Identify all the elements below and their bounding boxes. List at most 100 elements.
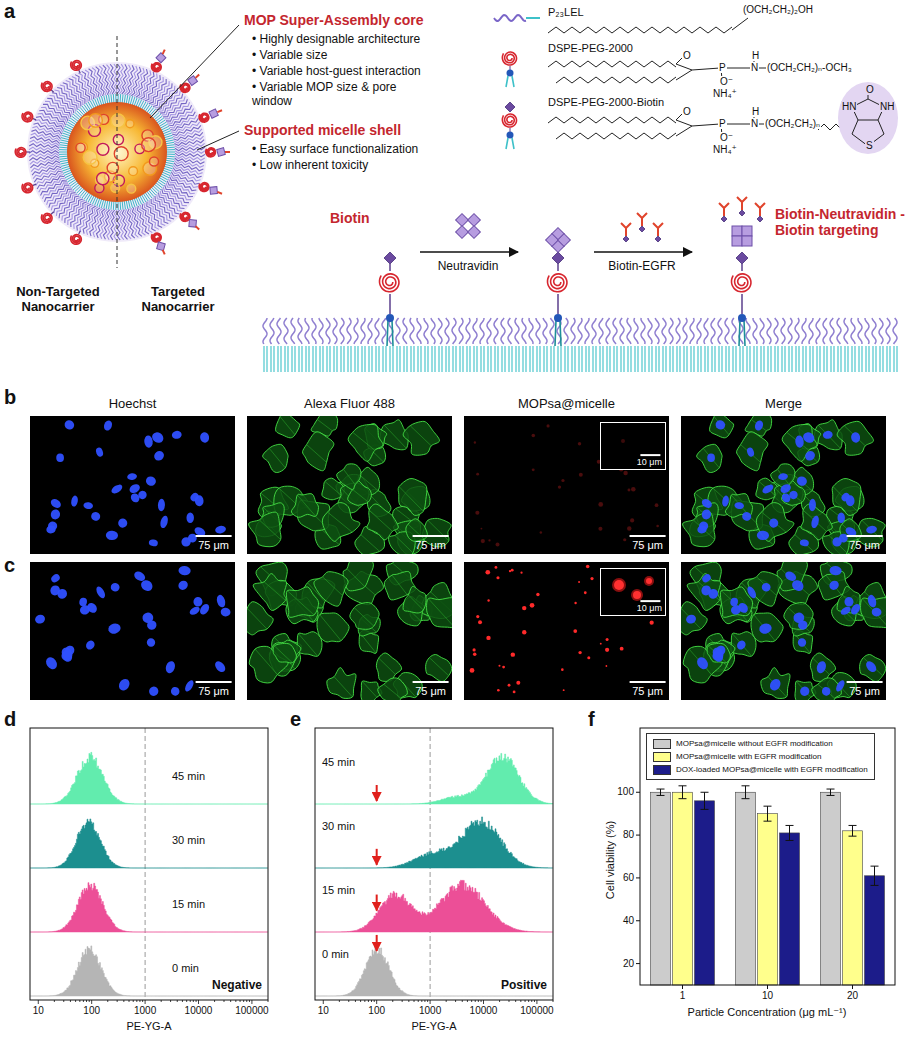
cell-nucleus	[133, 570, 147, 583]
cell-nucleus	[50, 509, 61, 521]
bilayer-head	[508, 318, 512, 344]
bilayer-tail	[502, 346, 505, 372]
particle-signal	[498, 665, 500, 667]
atom-label: O	[865, 84, 875, 96]
bilayer-tail	[663, 346, 666, 372]
cell-nucleus	[95, 447, 104, 458]
actin-fiber	[795, 535, 814, 552]
bilayer-tail	[593, 346, 596, 372]
micrograph-image	[681, 416, 886, 554]
bilayer-tail	[782, 346, 785, 372]
actin-fiber	[813, 658, 830, 674]
image-ground	[247, 416, 452, 554]
bilayer-tail	[467, 346, 470, 372]
bilayer-tail	[509, 346, 512, 372]
error-bar	[871, 866, 879, 885]
axis-tick	[418, 1000, 419, 1002]
label-text: b	[4, 386, 16, 408]
label-text: N	[750, 118, 759, 129]
particle-signal	[561, 479, 564, 482]
cell-nucleus	[118, 518, 128, 528]
peg-coil	[379, 274, 398, 292]
bilayer-tail	[670, 346, 673, 372]
egfr-ligand	[217, 110, 222, 112]
lipid-head	[554, 314, 562, 322]
label-text: Biotin-Neutravidin -Biotin targeting	[775, 206, 905, 238]
micrograph-image	[30, 416, 235, 554]
bilayer-tail	[404, 346, 407, 372]
time-label: 30 min	[172, 834, 205, 847]
egfr-ligand	[163, 50, 165, 55]
cell-nucleus	[872, 607, 882, 616]
scale-label: 10 μm	[637, 458, 662, 468]
molecule-name: DSPE-PEG-2000	[548, 42, 633, 55]
label-text: 45 min	[172, 770, 205, 782]
cell-nucleus	[183, 679, 195, 693]
axis-tick	[421, 1000, 422, 1002]
bilayer-tail	[320, 346, 323, 372]
actin-fiber	[408, 595, 423, 610]
label-text: 45 min	[322, 756, 355, 768]
neutravidin-subunit	[732, 236, 742, 246]
cell-actin	[837, 421, 873, 455]
cell-nucleus	[95, 585, 107, 599]
bilayer-tail	[803, 346, 806, 372]
neutravidin-subunit	[156, 53, 166, 63]
actin-fiber	[410, 426, 431, 446]
bilayer-tail	[348, 346, 351, 372]
inset-panel: 10 μm	[600, 568, 666, 616]
tick-label: 20	[847, 990, 858, 1002]
atom-label: NH	[879, 101, 895, 113]
cell-actin	[273, 643, 296, 663]
cell-nucleus	[63, 418, 76, 431]
particle-signal	[650, 621, 654, 625]
cell-nucleus	[83, 502, 93, 510]
reaction-arrow	[420, 251, 518, 253]
particle-signal	[655, 503, 659, 507]
particle-signal	[630, 518, 634, 522]
cell-nucleus	[176, 579, 189, 592]
particle-signal	[605, 648, 609, 652]
time-label: 0 min	[322, 948, 349, 961]
biotin-symbol	[736, 252, 748, 264]
bilayer-tail	[754, 346, 757, 372]
label-text: 10	[318, 1005, 329, 1016]
actin-fiber	[428, 599, 452, 627]
bilayer-head	[480, 318, 484, 344]
neutravidin-subunit	[468, 226, 481, 239]
bilayer-head	[865, 318, 869, 344]
cell-nucleus	[144, 435, 154, 448]
channel-title-text: Alexa Fluor 488	[304, 396, 395, 411]
cell-nucleus	[793, 612, 805, 624]
cell-nucleus	[145, 475, 158, 487]
cell-actin	[683, 512, 715, 547]
particle-signal	[531, 434, 535, 438]
particle-signal	[631, 487, 636, 492]
label-text: 10	[33, 1005, 44, 1016]
histogram-ridge	[315, 946, 552, 996]
chemical-bond	[721, 124, 770, 125]
actin-fiber	[399, 487, 423, 512]
cell-nucleus	[829, 566, 842, 576]
bilayer-head	[830, 318, 834, 344]
molecule-name: DSPE-PEG-2000-Biotin	[548, 96, 664, 109]
cell-nucleus	[34, 613, 46, 625]
cell-actin	[756, 503, 794, 542]
biotin-symbol	[757, 216, 763, 222]
axis-tick	[223, 1000, 224, 1002]
histogram-ridge	[30, 752, 267, 804]
bilayer-head	[872, 318, 876, 344]
cell-nucleus	[103, 419, 114, 431]
axis-tick	[190, 1000, 191, 1002]
feature-bullet: • Highly designable architecture	[252, 33, 420, 47]
polymer-chain	[175, 151, 205, 154]
mop-cage	[149, 157, 158, 166]
scale-bar	[196, 681, 232, 683]
anchor-stem	[510, 128, 511, 132]
particle-signal	[476, 615, 479, 618]
tick-label: 100	[368, 1005, 385, 1017]
label-text: 40	[623, 915, 634, 926]
error-bar	[679, 786, 687, 799]
cell-actin	[697, 444, 722, 472]
axis-tick	[467, 1000, 468, 1002]
